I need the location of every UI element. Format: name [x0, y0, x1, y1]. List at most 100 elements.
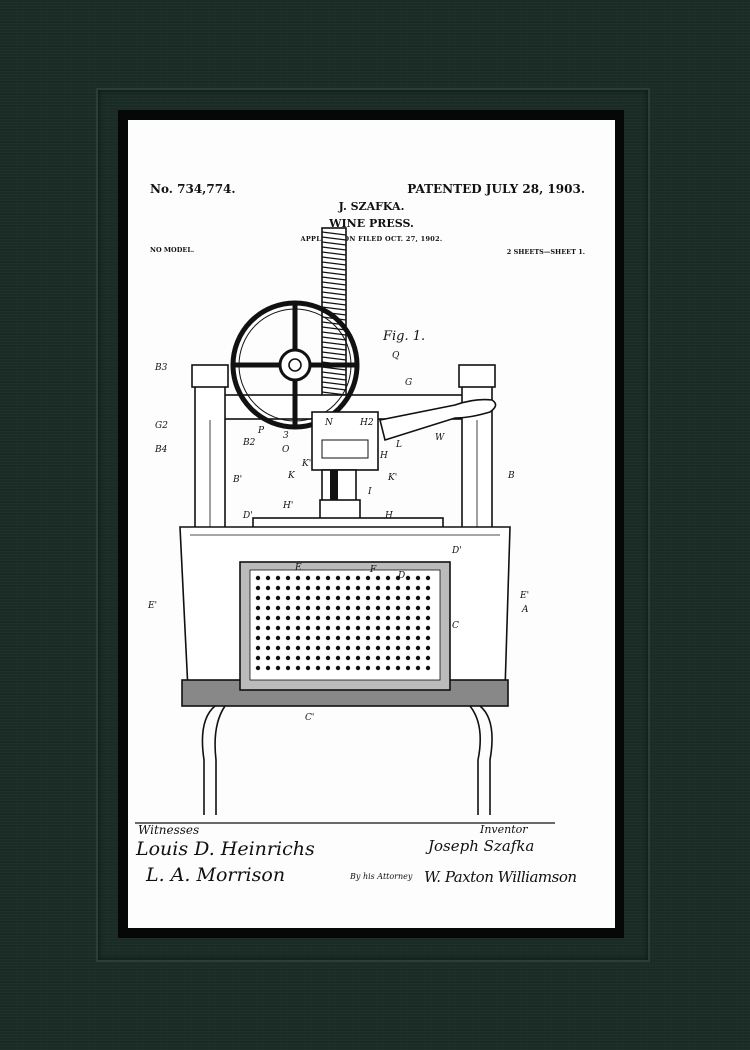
basket-hole: [285, 615, 291, 621]
basket-hole: [265, 595, 271, 601]
basket-hole: [395, 575, 401, 581]
basket-hole: [295, 615, 301, 621]
basket-hole: [305, 645, 311, 651]
basket-hole: [315, 655, 321, 661]
basket-hole: [305, 585, 311, 591]
basket-hole: [365, 645, 371, 651]
basket-hole: [365, 615, 371, 621]
basket-hole: [375, 595, 381, 601]
basket-hole: [325, 615, 331, 621]
basket-hole: [335, 575, 341, 581]
basket-hole: [325, 665, 331, 671]
basket-hole: [345, 575, 351, 581]
basket-hole: [395, 625, 401, 631]
basket-hole: [325, 655, 331, 661]
basket-hole: [305, 575, 311, 581]
reference-letter: E: [294, 563, 302, 573]
left-leg: [201, 705, 226, 815]
reference-letter: B3: [154, 363, 168, 373]
patent-date: PATENTED JULY 28, 1903.: [407, 182, 585, 196]
basket-hole: [415, 605, 421, 611]
reference-letter: 3: [283, 431, 289, 441]
reference-letter: P: [257, 426, 265, 436]
basket-hole: [425, 625, 431, 631]
basket-hole: [415, 585, 421, 591]
basket-hole: [425, 645, 431, 651]
basket-hole: [285, 605, 291, 611]
basket-hole: [295, 655, 301, 661]
basket-hole: [405, 615, 411, 621]
sheet-count: 2 SHEETS—SHEET 1.: [506, 248, 585, 256]
basket-hole: [405, 575, 411, 581]
basket-hole: [315, 585, 321, 591]
reference-letter: B: [507, 471, 515, 481]
reference-letter: K: [287, 471, 296, 481]
basket-hole: [385, 615, 391, 621]
witness-signature-1: Louis D. Heinrichs: [136, 838, 315, 860]
basket-hole: [305, 595, 311, 601]
attorney-signature: W. Paxton Williamson: [424, 868, 577, 886]
basket-hole: [385, 605, 391, 611]
basket-hole: [325, 605, 331, 611]
reference-letter: D': [451, 546, 462, 556]
basket-hole: [385, 585, 391, 591]
basket-hole: [305, 655, 311, 661]
basket-hole: [425, 615, 431, 621]
basket-hole: [345, 585, 351, 591]
platen-top: [319, 499, 361, 521]
basket-hole: [335, 645, 341, 651]
basket-hole: [325, 635, 331, 641]
reference-letter: D': [242, 511, 253, 521]
basket-hole: [355, 635, 361, 641]
basket-hole: [275, 635, 281, 641]
basket-hole: [315, 625, 321, 631]
basket-hole: [425, 585, 431, 591]
basket-hole: [345, 665, 351, 671]
figure-label: Fig. 1.: [382, 329, 425, 344]
basket-hole: [275, 595, 281, 601]
basket-hole: [335, 585, 341, 591]
basket-hole: [385, 635, 391, 641]
basket-hole: [395, 605, 401, 611]
basket-hole: [255, 615, 261, 621]
basket-hole: [345, 645, 351, 651]
basket-hole: [315, 645, 321, 651]
witnesses-label: Witnesses: [138, 823, 200, 837]
basket-hole: [265, 645, 271, 651]
basket-hole: [425, 605, 431, 611]
basket-hole: [405, 645, 411, 651]
attorney-label: By his Attorney: [350, 872, 413, 881]
basket-hole: [335, 605, 341, 611]
basket-hole: [395, 595, 401, 601]
basket-hole: [305, 625, 311, 631]
basket-hole: [275, 585, 281, 591]
basket-hole: [325, 625, 331, 631]
basket-hole: [355, 655, 361, 661]
reference-letter: C: [452, 621, 459, 631]
reference-letter: N: [324, 418, 334, 428]
reference-letter: A: [521, 605, 529, 615]
basket-hole: [295, 585, 301, 591]
basket-hole: [405, 595, 411, 601]
basket-hole: [265, 585, 271, 591]
basket-hole: [285, 665, 291, 671]
basket-hole: [345, 655, 351, 661]
basket-hole: [285, 635, 291, 641]
basket-hole: [255, 635, 261, 641]
mat-bevel: [96, 88, 650, 962]
basket-hole: [345, 625, 351, 631]
basket-hole: [415, 645, 421, 651]
basket-hole: [425, 665, 431, 671]
patent-sheet: No. 734,774. PATENTED JULY 28, 1903. J. …: [128, 120, 615, 928]
basket-hole: [375, 575, 381, 581]
basket-hole: [355, 605, 361, 611]
basket-hole: [335, 665, 341, 671]
basket-hole: [365, 625, 371, 631]
basket-hole: [355, 575, 361, 581]
basket-hole: [255, 605, 261, 611]
basket-hole: [335, 625, 341, 631]
basket-hole: [375, 645, 381, 651]
reference-letter: C': [305, 713, 314, 723]
basket-hole: [425, 595, 431, 601]
basket-hole: [315, 575, 321, 581]
